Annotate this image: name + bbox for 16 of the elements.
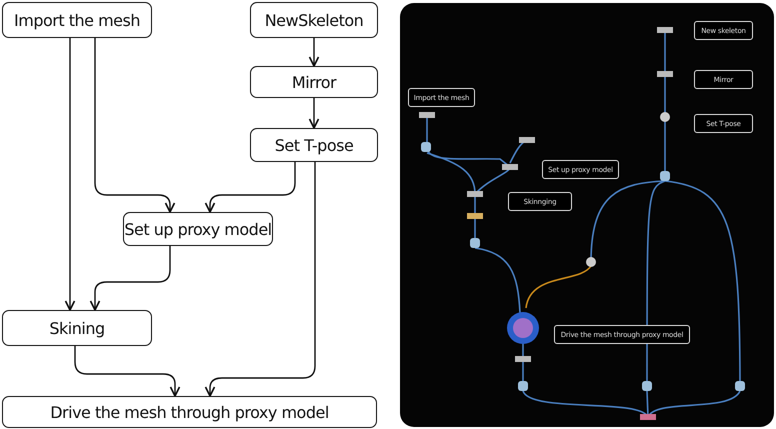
process-box: NewSkeleton [250,2,378,38]
process-box: Skining [2,310,152,346]
arrow [204,162,296,213]
arrow [308,98,320,129]
process-box: Import the mesh [2,2,152,38]
process-box: Set T-pose [250,128,378,162]
arrow [90,246,171,311]
picture [400,3,774,427]
arrow [64,38,76,311]
process-box: Drive the mesh through proxy model [2,396,377,428]
process-box: Set up proxy model [123,212,273,246]
arrow [74,346,180,397]
arrow [308,38,320,67]
process-box: Mirror [250,66,378,98]
arrow [204,162,316,397]
arrow [94,38,176,213]
